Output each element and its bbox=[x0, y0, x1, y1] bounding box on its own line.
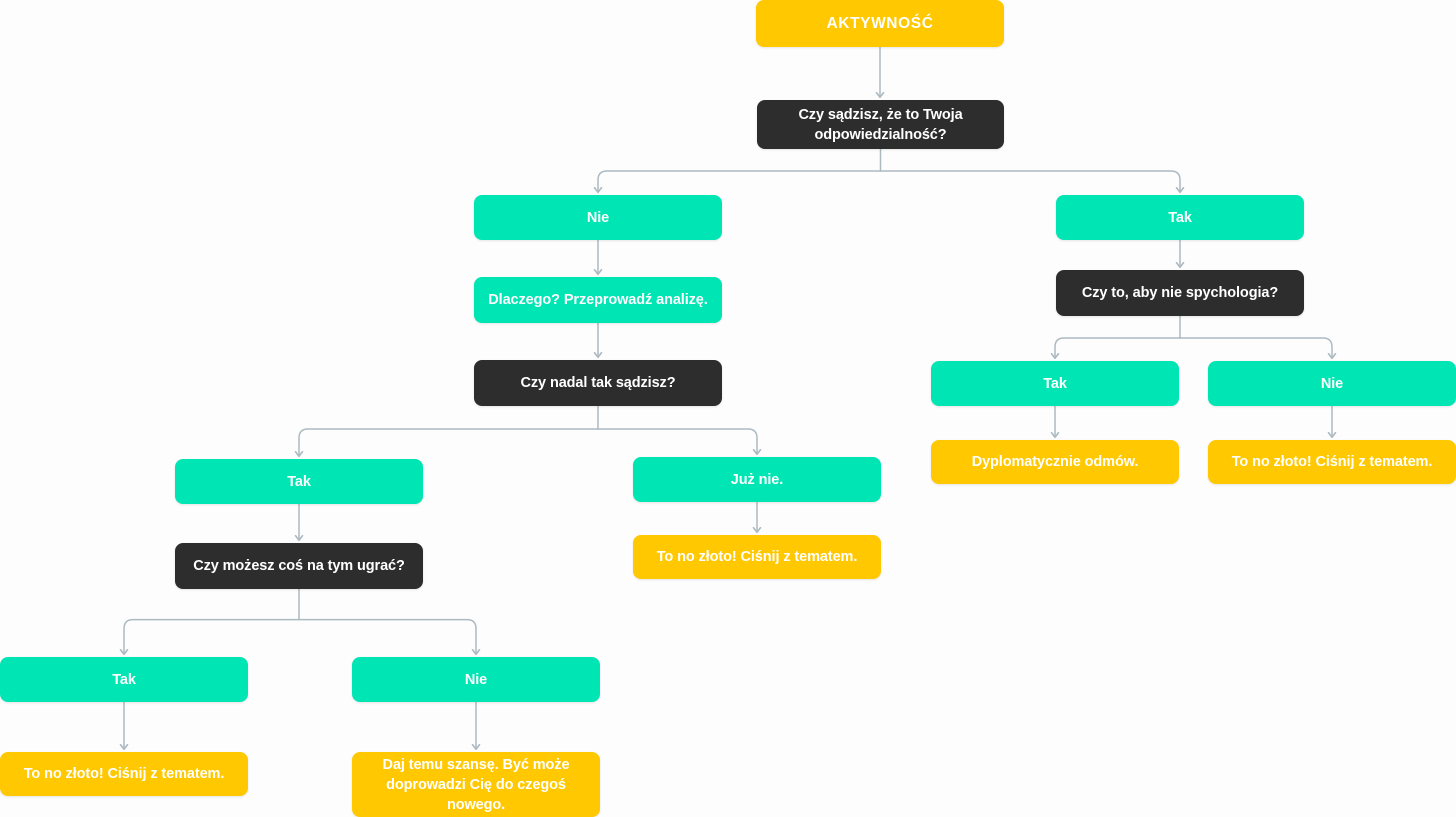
flow-node-q2-tak[interactable]: Tak bbox=[175, 459, 423, 504]
flow-node-label: Czy sądzisz, że to Twoja odpowiedzialnoś… bbox=[798, 106, 963, 143]
flow-node-sp-nie[interactable]: Nie bbox=[1208, 361, 1456, 406]
connector-q3-to-q3-nie bbox=[298, 618, 476, 654]
flow-node-label: Tak bbox=[287, 473, 311, 490]
flow-node-r-odmow[interactable]: Dyplomatycznie odmów. bbox=[931, 440, 1179, 484]
flow-node-label: Dyplomatycznie odmów. bbox=[971, 454, 1139, 470]
flow-node-label: Nie bbox=[1320, 375, 1344, 392]
flow-node-q2-juz-nie[interactable]: Już nie. bbox=[633, 457, 881, 502]
flow-node-label: To no złoto! Ciśnij z tematem. bbox=[1231, 454, 1433, 470]
flow-node-q3-nie[interactable]: Nie bbox=[352, 657, 600, 702]
flow-node-n-analiza[interactable]: Dlaczego? Przeprowadź analizę. bbox=[474, 277, 722, 323]
flow-node-sp-tak[interactable]: Tak bbox=[931, 361, 1179, 406]
flow-node-q3[interactable]: Czy możesz coś na tym ugrać? bbox=[175, 543, 423, 589]
connector-q2-to-q2-tak bbox=[299, 428, 599, 456]
flow-node-r-zloto-1[interactable]: To no złoto! Ciśnij z tematem. bbox=[1208, 440, 1456, 484]
connector-q-spychologia-to-sp-nie bbox=[1179, 337, 1332, 358]
flow-node-label: Czy nadal tak sądzisz? bbox=[520, 375, 676, 391]
flow-node-label: To no złoto! Ciśnij z tematem. bbox=[23, 766, 225, 782]
flow-node-label: AKTYWNOŚĆ bbox=[826, 14, 934, 32]
connector-q-spychologia-to-sp-tak bbox=[1055, 337, 1181, 358]
flow-node-label: Tak bbox=[1043, 375, 1067, 392]
flow-node-label: Czy to, aby nie spychologia? bbox=[1081, 285, 1279, 301]
flow-node-r-zloto-2[interactable]: To no złoto! Ciśnij z tematem. bbox=[633, 535, 881, 579]
connector-q1-to-a1-tak bbox=[879, 170, 1181, 192]
flow-node-q1[interactable]: Czy sądzisz, że to Twoja odpowiedzialnoś… bbox=[757, 100, 1004, 149]
flow-node-label: To no złoto! Ciśnij z tematem. bbox=[656, 549, 858, 565]
flow-node-q-spychologia[interactable]: Czy to, aby nie spychologia? bbox=[1056, 270, 1304, 316]
flow-node-label: Już nie. bbox=[730, 471, 784, 488]
flow-node-label: Dlaczego? Przeprowadź analizę. bbox=[488, 292, 708, 308]
flow-node-label: Tak bbox=[112, 671, 136, 688]
connector-q1-to-a1-nie bbox=[598, 170, 882, 192]
flow-node-label: Nie bbox=[464, 671, 488, 688]
flow-node-q2[interactable]: Czy nadal tak sądzisz? bbox=[474, 360, 722, 406]
flow-node-r-szansa[interactable]: Daj temu szansę. Być może doprowadzi Cię… bbox=[352, 752, 600, 817]
flow-node-a1-nie[interactable]: Nie bbox=[474, 195, 722, 240]
flow-node-a1-tak[interactable]: Tak bbox=[1056, 195, 1304, 240]
flow-node-label: Czy możesz coś na tym ugrać? bbox=[193, 558, 405, 574]
connector-q2-to-q2-juz-nie bbox=[597, 428, 757, 454]
flow-node-label: Nie bbox=[586, 209, 610, 226]
flow-node-start[interactable]: AKTYWNOŚĆ bbox=[756, 0, 1004, 47]
connector-q3-to-q3-tak bbox=[124, 618, 300, 654]
flow-node-q3-tak[interactable]: Tak bbox=[0, 657, 248, 702]
flow-node-label: Tak bbox=[1168, 209, 1192, 226]
flow-node-r-zloto-3[interactable]: To no złoto! Ciśnij z tematem. bbox=[0, 752, 248, 796]
flow-node-label: Daj temu szansę. Być może doprowadzi Cię… bbox=[382, 756, 570, 813]
